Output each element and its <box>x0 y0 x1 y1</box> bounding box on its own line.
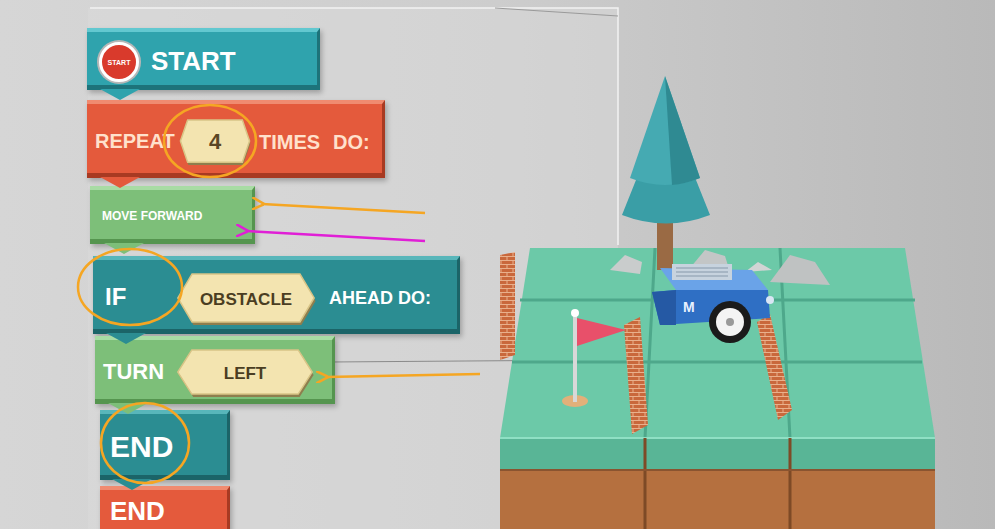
rock <box>610 255 642 274</box>
block-keyword: AHEAD DO: <box>329 289 431 307</box>
start-button: START <box>99 42 139 82</box>
platform-top <box>500 248 935 438</box>
condition-value: OBSTACLE <box>200 291 292 308</box>
tree-shade <box>665 76 700 185</box>
robot-board <box>676 268 728 276</box>
tree-cone <box>630 76 700 185</box>
robot-wheel <box>726 318 734 326</box>
hexagon-face <box>178 274 314 322</box>
tree <box>622 76 710 270</box>
pointer-arrow <box>326 374 480 377</box>
repeat-block: REPEAT TIMES DO: 4 <box>87 100 385 178</box>
pointer-arrow <box>262 204 425 213</box>
rocks <box>610 250 830 285</box>
rock <box>770 255 830 285</box>
flag-pole <box>573 314 577 402</box>
block-keyword: TURN <box>103 361 164 383</box>
panel-edge <box>495 8 618 16</box>
direction-value: LEFT <box>224 365 267 382</box>
walls <box>500 252 792 434</box>
pointer-arrow <box>246 231 425 241</box>
block-keyword: DO: <box>333 132 370 152</box>
block-tab <box>100 89 140 100</box>
block-keyword: REPEAT <box>95 131 175 151</box>
tile-grid <box>512 248 922 438</box>
loop-count: 4 <box>209 131 221 153</box>
condition-slot: OBSTACLE <box>175 273 317 325</box>
robot-board <box>672 264 732 280</box>
robot-wheel <box>716 308 744 336</box>
block-tab <box>104 243 144 254</box>
if-block: IF AHEAD DO: OBSTACLE <box>93 256 460 334</box>
earth <box>500 470 935 529</box>
turn-block: TURN LEFT <box>95 336 335 404</box>
robot <box>652 264 774 343</box>
block-keyword: TIMES <box>259 132 320 152</box>
flag <box>562 309 626 407</box>
count-slot: 4 <box>179 119 251 165</box>
direction-slot: LEFT <box>175 349 315 397</box>
button-label: START <box>108 59 131 66</box>
hexagon-face <box>180 120 249 162</box>
robot-logo: M <box>683 300 695 314</box>
block-keyword: START <box>151 48 236 74</box>
brick-wall <box>500 252 515 360</box>
flag-ball <box>571 309 579 317</box>
robot-sensor <box>766 296 774 304</box>
brick-wall <box>624 317 648 434</box>
end-block: END <box>100 486 230 529</box>
platform <box>500 248 935 529</box>
hexagon-face <box>178 350 312 394</box>
block-keyword: MOVE FORWARD <box>102 210 202 222</box>
tile-edge <box>500 437 935 439</box>
start-block: START START <box>87 28 320 90</box>
earth-edge <box>500 469 935 471</box>
brick-wall <box>757 314 792 420</box>
flag-cloth <box>577 318 626 346</box>
robot-side <box>652 290 676 325</box>
tile-divider <box>645 438 790 529</box>
block-keyword: IF <box>105 285 126 309</box>
robot-wheel <box>709 301 751 343</box>
end-block: END <box>100 410 230 480</box>
move-block: MOVE FORWARD <box>90 186 255 244</box>
block-keyword: END <box>110 432 173 462</box>
platform-front <box>500 438 935 470</box>
block-keyword: END <box>110 498 165 524</box>
